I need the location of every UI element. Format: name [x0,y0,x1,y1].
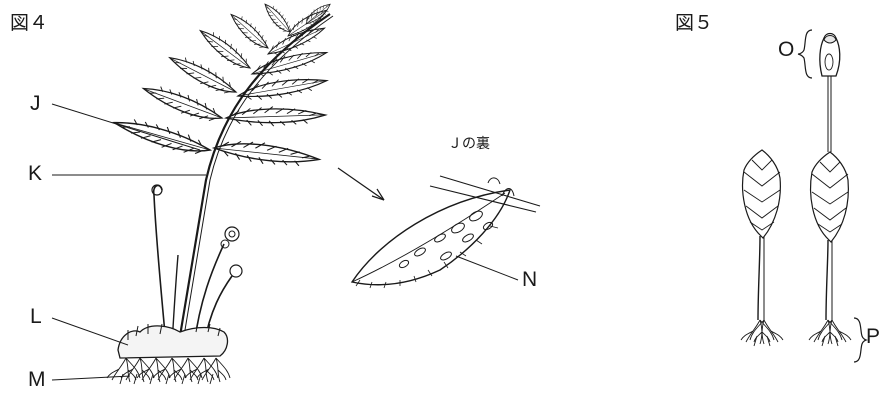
figure-canvas: 図４ 図５ J K L M N Ｊの裏 O P [0,0,881,400]
diagram-drawing [0,0,881,400]
